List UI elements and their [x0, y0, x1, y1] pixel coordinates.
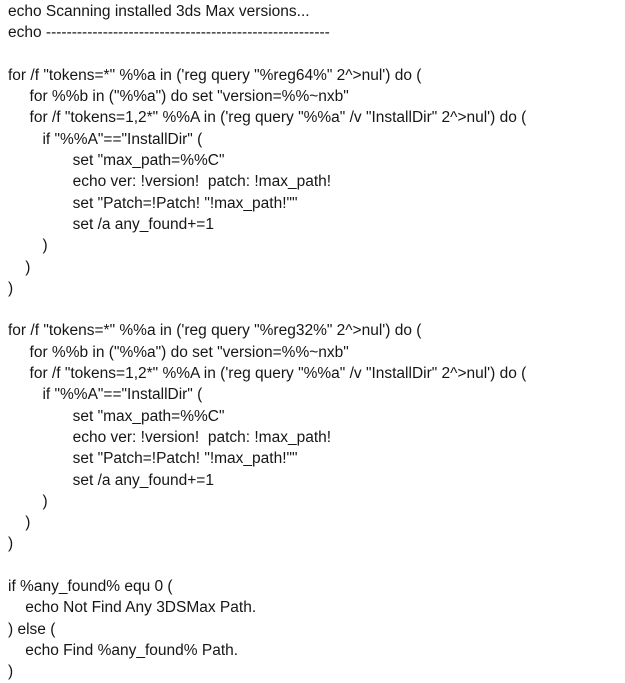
- code-line: echo Scanning installed 3ds Max versions…: [8, 3, 310, 20]
- code-line: ): [8, 663, 14, 681]
- code-line: for /f "tokens=*" %%a in ('reg query "%r…: [8, 66, 422, 84]
- code-line: ): [8, 492, 48, 510]
- code-line: if "%%A"=="InstallDir" (: [8, 386, 203, 404]
- code-line: echo ver: !version! patch: !max_path!: [8, 173, 332, 191]
- code-line: echo -----------------------------------…: [8, 24, 330, 42]
- code-line: [8, 555, 625, 576]
- code-line: set /a any_found+=1: [8, 471, 214, 489]
- code-line: set "Patch=!Patch! "!max_path!"": [8, 194, 298, 212]
- code-line: for %%b in ("%%a") do set "version=%%~nx…: [8, 88, 349, 106]
- code-line: [8, 44, 625, 65]
- code-line: ) else (: [8, 620, 56, 638]
- code-line: echo ver: !version! patch: !max_path!: [8, 428, 332, 446]
- code-line: set "max_path=%%C": [8, 152, 225, 170]
- code-line: for %%b in ("%%a") do set "version=%%~nx…: [8, 343, 349, 361]
- code-line: [8, 299, 625, 320]
- code-line: ): [8, 279, 14, 297]
- code-line: set "Patch=!Patch! "!max_path!"": [8, 450, 298, 468]
- code-line: set "max_path=%%C": [8, 407, 225, 425]
- code-line: set /a any_found+=1: [8, 215, 214, 233]
- code-line: for /f "tokens=1,2*" %%A in ('reg query …: [8, 109, 527, 127]
- code-line: echo Not Find Any 3DSMax Path.: [8, 599, 257, 617]
- code-line: for /f "tokens=*" %%a in ('reg query "%r…: [8, 322, 422, 340]
- code-line: ): [8, 237, 48, 255]
- code-line: for /f "tokens=1,2*" %%A in ('reg query …: [8, 365, 527, 383]
- code-line: ): [8, 258, 31, 276]
- code-line: if "%%A"=="InstallDir" (: [8, 130, 203, 148]
- code-line: if %any_found% equ 0 (: [8, 578, 173, 596]
- code-line: ): [8, 535, 14, 553]
- code-line: ): [8, 514, 31, 532]
- code-line: echo Find %any_found% Path.: [8, 641, 239, 659]
